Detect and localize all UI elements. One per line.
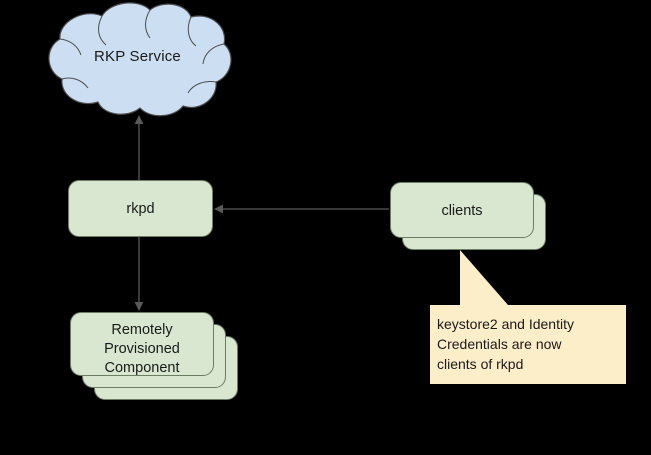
rkp-service-cloud[interactable] <box>40 0 235 120</box>
callout-note[interactable]: keystore2 and Identity Credentials are n… <box>430 248 630 388</box>
callout-line-1: keystore2 and Identity <box>437 316 574 332</box>
cloud-label: RKP Service <box>94 48 181 65</box>
node-rpc-label-line3: Component <box>104 360 180 376</box>
node-clients[interactable]: clients <box>390 182 550 254</box>
node-remotely-provisioned-component[interactable]: Remotely Provisioned Component <box>70 312 242 402</box>
rpc-stack-layer-1[interactable]: Remotely Provisioned Component <box>70 312 214 376</box>
node-rkpd-label: rkpd <box>126 201 155 217</box>
callout-pointer-shape <box>430 250 626 384</box>
node-rpc-label-line2: Provisioned <box>104 341 180 357</box>
node-rkpd[interactable]: rkpd <box>68 180 213 237</box>
node-clients-label: clients <box>441 203 483 219</box>
callout-line-2: Credentials are now <box>437 336 562 352</box>
callout-text: keystore2 and Identity Credentials are n… <box>437 314 607 374</box>
node-rpc-label-line1: Remotely <box>111 322 173 338</box>
callout-line-3: clients of rkpd <box>437 356 524 372</box>
clients-stack-layer-1[interactable]: clients <box>390 182 534 238</box>
node-rpc-label: Remotely Provisioned Component <box>71 321 213 378</box>
